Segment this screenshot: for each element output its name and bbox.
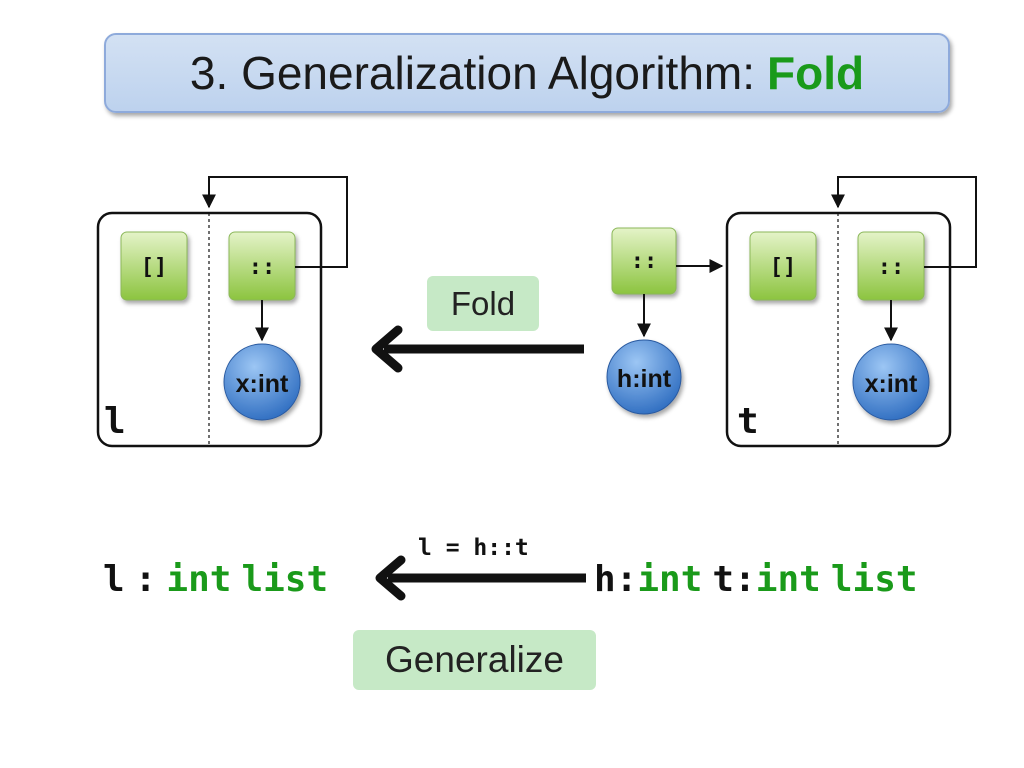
right-box-name: t <box>737 401 759 442</box>
equation-rhs: h:int t:int list <box>594 558 918 600</box>
slide-title: 3. Generalization Algorithm: Fold <box>104 33 950 113</box>
arrow-label-text: l = h::t <box>418 535 529 561</box>
lhs-var: l <box>103 559 125 600</box>
left-box-name: l <box>104 401 126 442</box>
lhs-type-int: int <box>166 559 232 600</box>
fold-tag-label: Fold <box>450 284 516 322</box>
rhs-t-colon: : <box>734 559 756 600</box>
rhs-h-type: int <box>637 559 703 600</box>
left-nil-label: [] <box>141 255 168 280</box>
fold-arrow <box>371 325 584 373</box>
fold-arrow-head <box>371 325 403 373</box>
middle-elem-node <box>606 339 682 415</box>
right-nil-node <box>749 231 817 301</box>
title-main: 3. Generalization Algorithm: <box>189 47 755 99</box>
rhs-h-colon: : <box>615 559 638 600</box>
generalize-tag-label: Generalize <box>385 639 564 680</box>
middle-elem-label: h:int <box>617 365 672 393</box>
equation-lhs: l : int list <box>103 558 328 600</box>
left-recursive-arrow <box>202 176 348 268</box>
rhs-t-type-int: int <box>755 559 821 600</box>
right-elem-node <box>852 343 930 421</box>
rhs-h: h <box>594 559 616 600</box>
title-accent: Fold <box>767 47 865 99</box>
left-list-box: [] :: x:int l <box>96 176 348 448</box>
left-elem-node <box>223 343 301 421</box>
right-cons-label: :: <box>878 255 905 280</box>
left-elem-label: x:int <box>236 370 289 398</box>
left-cons-label: :: <box>249 255 276 280</box>
fold-tag: Fold <box>427 276 539 331</box>
right-nil-label: [] <box>770 255 797 280</box>
right-list-box: [] :: x:int t <box>725 176 977 448</box>
generalize-arrow <box>375 555 586 601</box>
middle-cons-label: :: <box>631 249 658 274</box>
lhs-colon: : <box>134 559 157 600</box>
right-elem-label: x:int <box>865 370 918 398</box>
middle-cons: :: h:int <box>606 227 724 415</box>
lhs-type-list: list <box>241 559 329 600</box>
generalize-tag: Generalize <box>353 630 596 690</box>
generalize-arrow-head <box>375 555 406 601</box>
rhs-t: t <box>712 559 735 600</box>
arrow-label: l = h::t <box>418 534 529 561</box>
rhs-t-type-list: list <box>830 559 918 600</box>
left-nil-node <box>120 231 188 301</box>
right-recursive-arrow <box>831 176 977 268</box>
